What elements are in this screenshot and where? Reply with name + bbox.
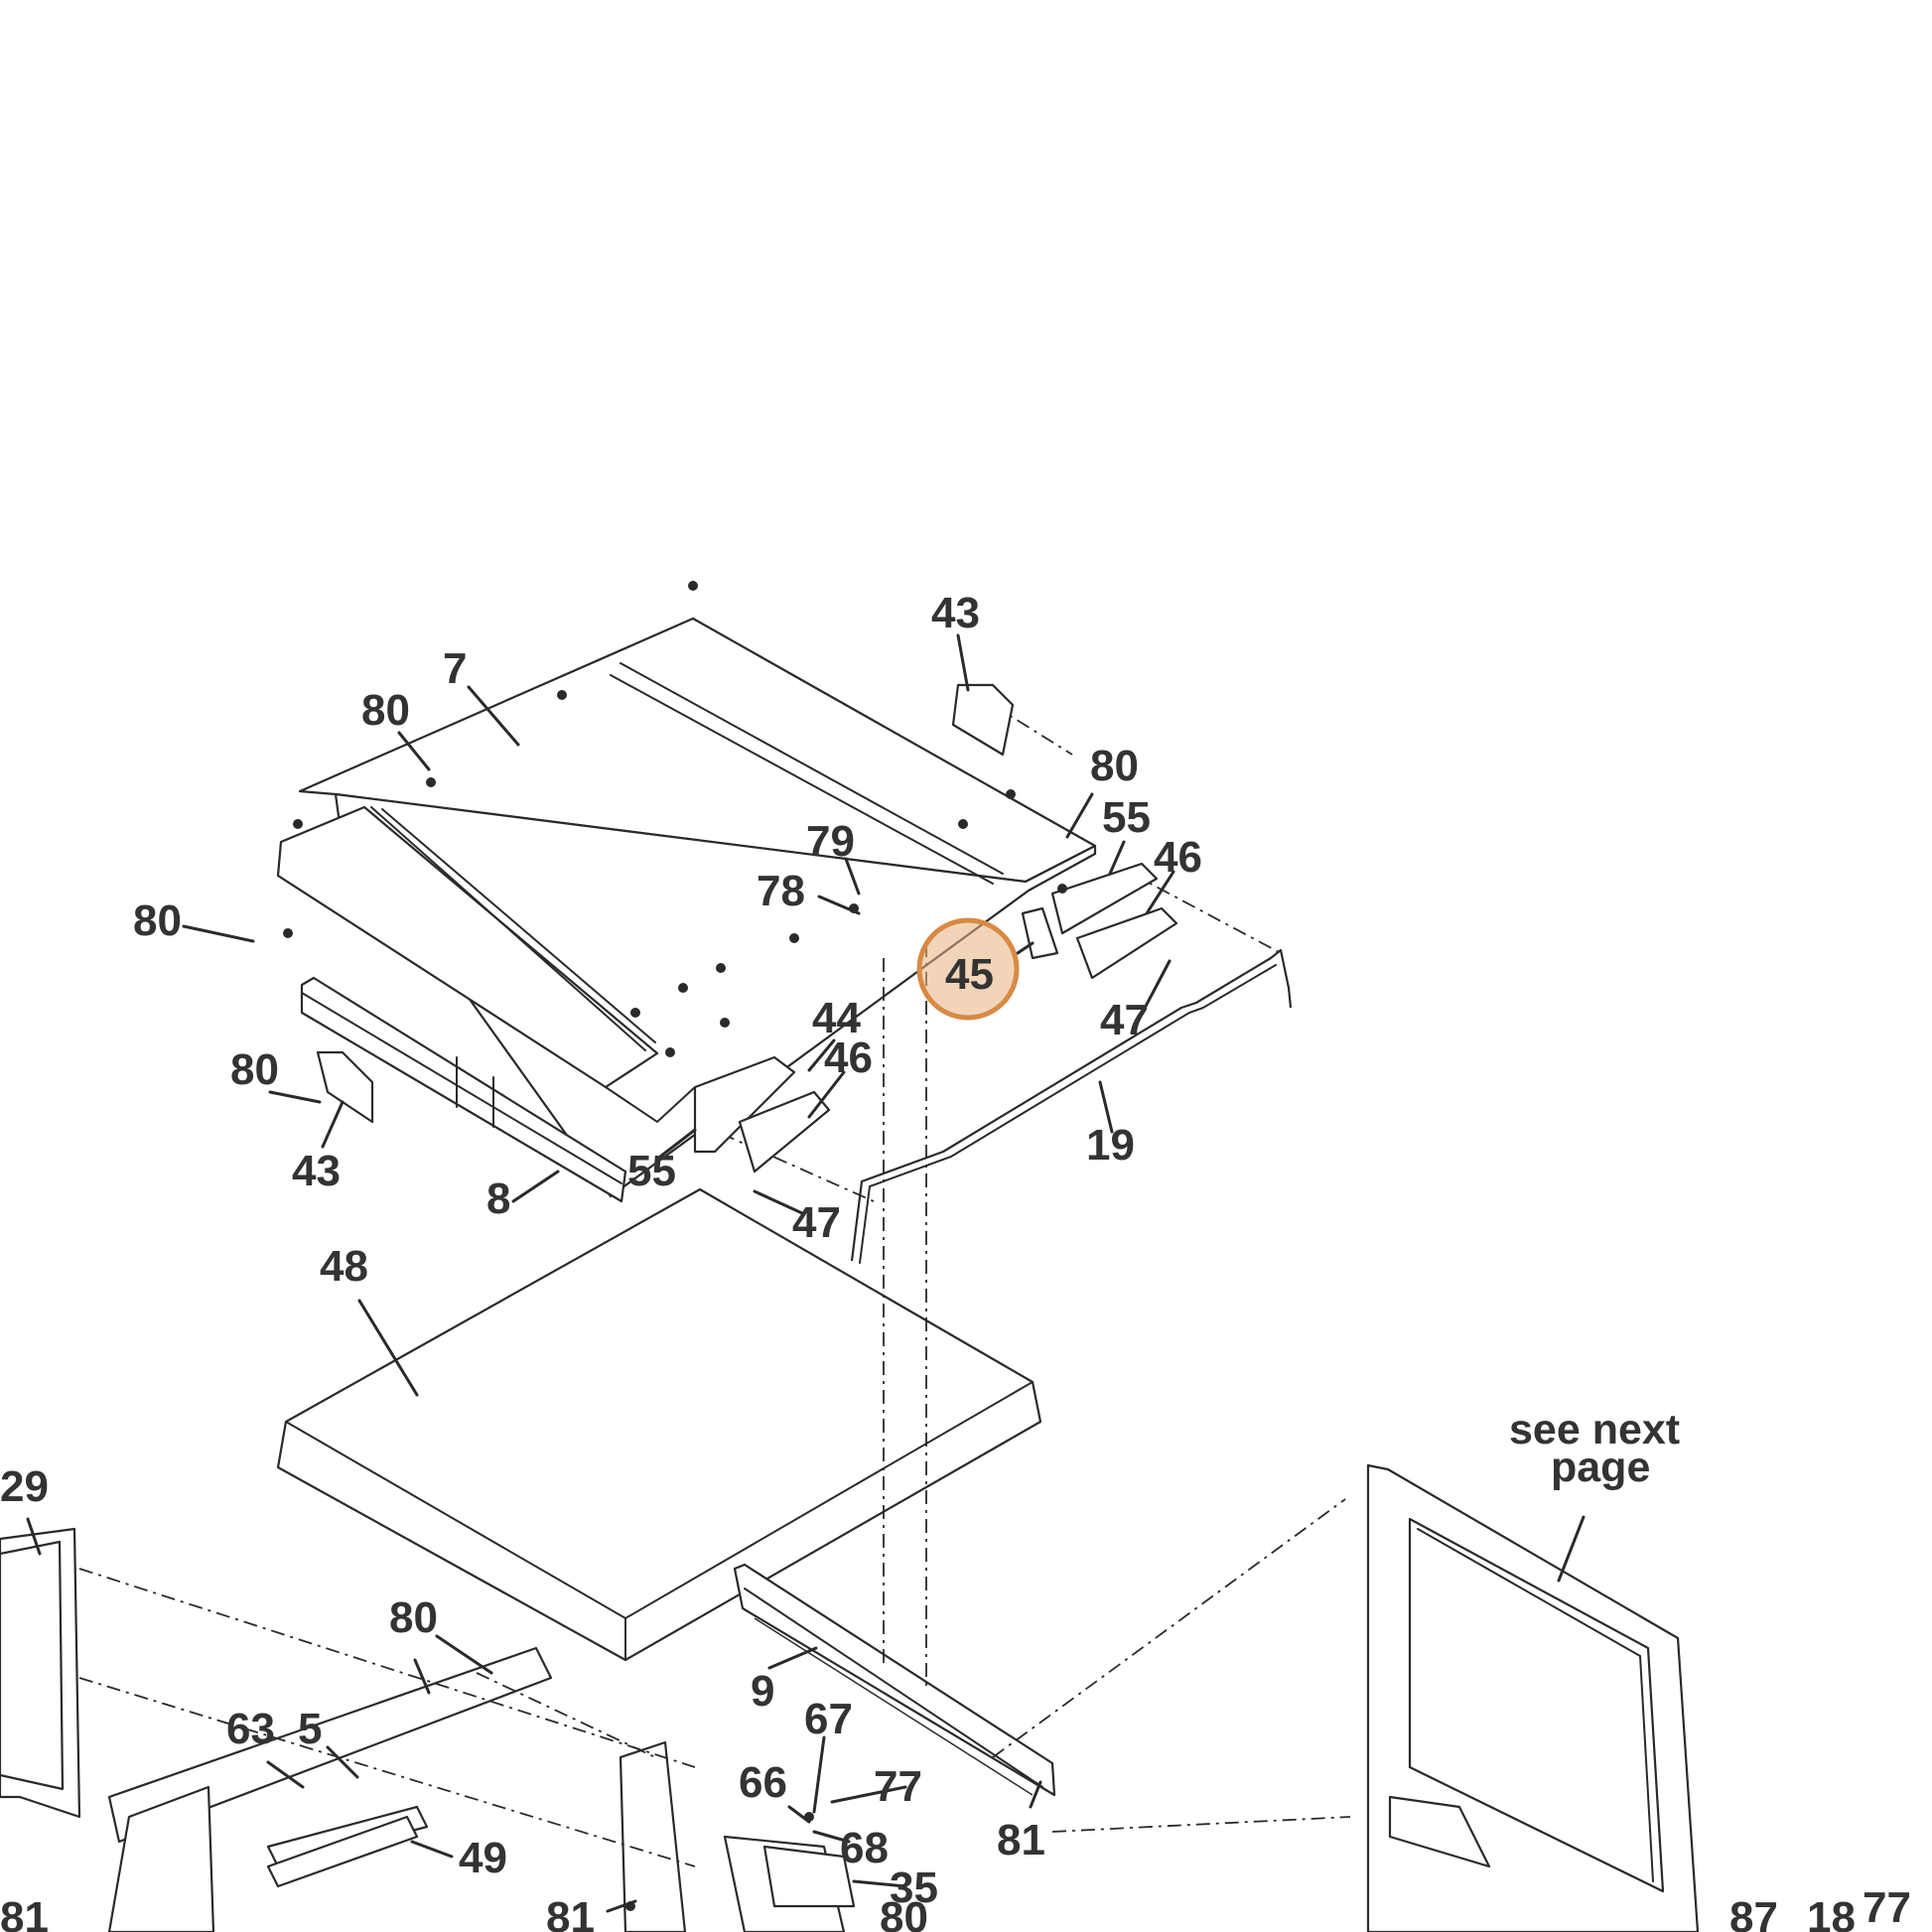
- callout-80-bottom-right: 80: [880, 1893, 928, 1932]
- callout-79: 79: [806, 817, 855, 866]
- vent-46-right: [1075, 906, 1178, 980]
- callout-47-right: 47: [1100, 996, 1149, 1044]
- callout-67: 67: [804, 1695, 853, 1743]
- hardware: [266, 581, 1178, 1911]
- callout-55-right: 55: [1102, 793, 1151, 842]
- callout-77-middle: 77: [874, 1762, 922, 1811]
- leader-lines: [26, 633, 1586, 1913]
- callout-18: 18: [1807, 1893, 1856, 1932]
- handle-43-left: [316, 1050, 374, 1124]
- bracket-49: [266, 1815, 419, 1888]
- vent-46-left: [738, 1090, 831, 1173]
- callout-44: 44: [812, 994, 861, 1042]
- callout-5: 5: [298, 1705, 322, 1753]
- callout-43-left: 43: [292, 1147, 341, 1195]
- callout-55-left: 55: [627, 1147, 676, 1195]
- note-line-1: see next: [1509, 1406, 1680, 1453]
- handle-43-top: [951, 683, 1015, 757]
- callout-19: 19: [1086, 1121, 1135, 1170]
- vent-44: [693, 1055, 796, 1154]
- trim-strip-8: [300, 976, 627, 1203]
- panel-48: [276, 1187, 1042, 1662]
- callout-80-mid-left: 80: [230, 1045, 279, 1094]
- callout-labels: 43 7 80 80 55 46 79 78 80 45 47 44 46 80…: [0, 589, 1911, 1932]
- callout-81-bottom: 81: [546, 1893, 595, 1932]
- callout-80-bottom: 80: [389, 1593, 438, 1642]
- highlight-ring: [916, 917, 1020, 1021]
- callout-46-left: 46: [824, 1034, 873, 1082]
- callout-45: 45: [945, 950, 994, 999]
- callout-63: 63: [226, 1705, 275, 1753]
- callout-35: 35: [890, 1863, 938, 1912]
- roof-panel-7: [276, 617, 1097, 1198]
- callout-81-far-left: 81: [0, 1893, 49, 1932]
- callout-48: 48: [320, 1242, 368, 1291]
- callout-80-top-right: 80: [1090, 742, 1139, 790]
- callout-66: 66: [739, 1758, 787, 1807]
- bracket-35: [762, 1845, 856, 1908]
- note-line-2: page: [1551, 1444, 1650, 1491]
- callout-8: 8: [486, 1174, 510, 1223]
- callout-87: 87: [1729, 1893, 1778, 1932]
- callout-47-left: 47: [792, 1198, 841, 1247]
- callout-49: 49: [459, 1834, 507, 1882]
- bracket-45: [1021, 906, 1059, 960]
- rail-19: [850, 948, 1293, 1264]
- callout-80-left: 80: [133, 897, 182, 945]
- callout-81-right: 81: [997, 1816, 1045, 1864]
- callout-9: 9: [751, 1667, 774, 1716]
- callout-77-right: 77: [1863, 1883, 1911, 1932]
- door-assembly: [1366, 1463, 1700, 1932]
- vent-55-right: [1050, 862, 1159, 935]
- callout-80-top-left: 80: [361, 686, 410, 735]
- callout-46-right: 46: [1154, 833, 1202, 882]
- callout-29: 29: [0, 1462, 49, 1511]
- rail-9: [733, 1563, 1056, 1797]
- callout-43-top: 43: [931, 589, 980, 637]
- callout-7: 7: [443, 644, 467, 693]
- callout-68: 68: [840, 1824, 889, 1872]
- callout-78: 78: [757, 867, 805, 915]
- see-next-page-note: see next page: [1509, 1406, 1680, 1491]
